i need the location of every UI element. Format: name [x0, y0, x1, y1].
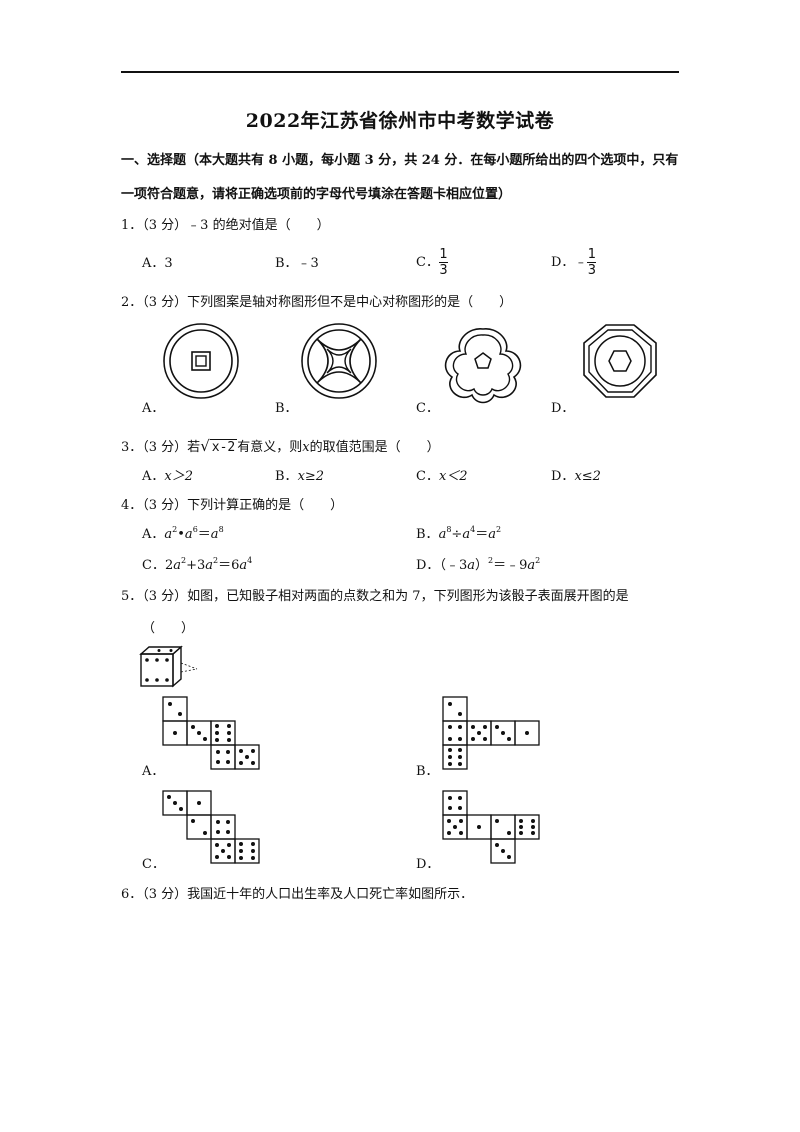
q2-figure-c [444, 328, 522, 404]
option-label: B． [275, 469, 298, 484]
q2-option-a: A． [142, 401, 165, 416]
q1-option-d-label: D．﹣ [551, 255, 588, 270]
q5-net-b [442, 696, 540, 770]
option-value: x＜2 [438, 469, 468, 484]
question-6: 6．（3 分）我国近十年的人口出生率及人口死亡率如图所示． [121, 887, 474, 902]
q5-option-d: D． [416, 857, 440, 872]
fraction-bar [438, 262, 448, 263]
question-2: 2．（3 分）下列图案是轴对称图形但不是中心对称图形的是（ ） [121, 295, 513, 310]
q5-net-d [442, 790, 540, 864]
header-rule [121, 71, 679, 73]
option-label: C． [142, 558, 165, 573]
q2-figure-b [301, 323, 377, 399]
q3-suffix: 的取值范围是（ ） [309, 440, 440, 455]
option-label: D． [551, 469, 575, 484]
question-4: 4．（3 分）下列计算正确的是（ ） [121, 498, 344, 513]
q3-variable: x [302, 440, 310, 455]
sqrt-sign: √ [200, 437, 210, 455]
q3-option-d: D．x≤2 [551, 468, 601, 486]
q1-option-a: A．3 [142, 256, 173, 271]
q3-middle: 有意义，则 [237, 440, 303, 455]
option-label: B． [416, 527, 439, 542]
fraction-numerator: 1 [439, 247, 448, 262]
q5-net-c [162, 790, 260, 864]
fraction-numerator: 1 [587, 247, 597, 262]
option-label: D． [416, 558, 440, 573]
q2-option-c: C． [416, 401, 439, 416]
q4-option-c: C．2a2+3a2＝6a4 [142, 556, 253, 574]
q3-option-a: A．x＞2 [142, 468, 193, 486]
q3-option-c: C．x＜2 [416, 468, 468, 486]
q5-answer-bracket: （ ） [142, 621, 195, 636]
q4-option-d: D．（﹣3a）2＝﹣9a2 [416, 556, 541, 574]
q1-option-c-label: C． [416, 255, 439, 270]
q2-option-d: D． [551, 401, 575, 416]
question-5: 5．（3 分）如图，已知骰子相对两面的点数之和为 7，下列图形为该骰子表面展开图… [121, 589, 629, 604]
q4-option-b: B．a8÷a4＝a2 [416, 525, 502, 543]
fraction-denominator: 3 [587, 263, 597, 278]
q3-prefix: 3．（3 分）若 [121, 440, 201, 455]
q5-option-b: B． [416, 764, 439, 779]
option-label: A． [142, 527, 165, 542]
q2-figure-a [163, 323, 239, 399]
q5-net-a [162, 696, 260, 770]
option-label: C． [416, 469, 439, 484]
q2-option-b: B． [275, 401, 298, 416]
fraction-bar [587, 262, 597, 263]
section-heading-line2: 一项符合题意，请将正确选项前的字母代号填涂在答题卡相应位置） [121, 187, 512, 202]
q3-radicand: x-2 [209, 439, 238, 455]
q5-option-c: C． [142, 857, 165, 872]
option-value: x≥2 [297, 469, 325, 484]
q1-option-b: B．﹣3 [275, 256, 319, 271]
section-heading-line1: 一、选择题（本大题共有 8 小题，每小题 3 分，共 24 分．在每小题所给出的… [121, 153, 679, 168]
option-value: x＞2 [164, 469, 193, 484]
fraction-denominator: 3 [439, 263, 448, 278]
page-title: 2022年江苏省徐州市中考数学试卷 [245, 110, 555, 132]
option-label: A． [142, 469, 165, 484]
q4-option-a: A．a2•a6＝a8 [142, 525, 224, 543]
q2-figure-d [583, 324, 657, 398]
q5-option-a: A． [142, 764, 165, 779]
option-value: x≤2 [574, 469, 601, 484]
question-1: 1．（3 分）﹣3 的绝对值是（ ） [121, 218, 330, 233]
q5-dice-figure [139, 645, 198, 688]
q3-option-b: B．x≥2 [275, 468, 324, 486]
